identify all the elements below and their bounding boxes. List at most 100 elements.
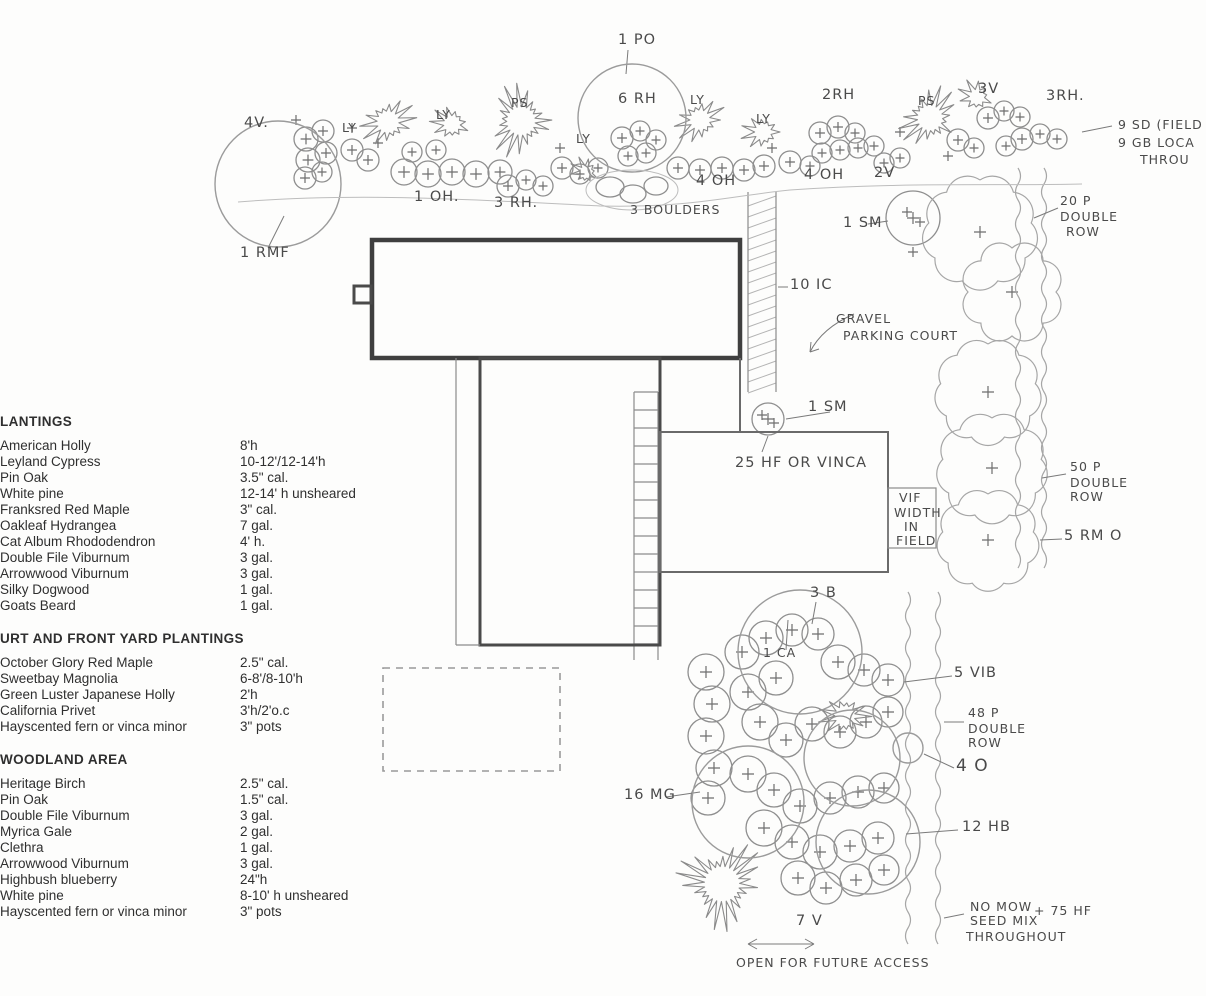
plant-name: White pine xyxy=(0,888,64,903)
plant-name: White pine xyxy=(0,486,64,501)
schedule-row: Franksred Red Maple 3" cal. xyxy=(0,502,372,518)
schedule-row: Arrowwood Viburnum 3 gal. xyxy=(0,856,372,872)
plant-name: Arrowwood Viburnum xyxy=(0,566,129,581)
label-ly: LY xyxy=(756,111,771,126)
label-4o: 4 O xyxy=(956,756,989,776)
red-maple-canopy xyxy=(214,120,342,248)
plant-size: 3 gal. xyxy=(240,808,274,823)
plant-name: Hayscented fern or vinca minor xyxy=(0,719,187,734)
label-ps: PS xyxy=(511,95,528,110)
plant-size: 1 gal. xyxy=(240,840,274,855)
label-ly: LY xyxy=(342,120,357,135)
label-rmf: 1 RMF xyxy=(240,245,290,261)
label-in: IN xyxy=(904,519,919,534)
sketch-shapes xyxy=(267,49,1113,950)
label-50p: 50 P xyxy=(1070,459,1101,474)
label-7v: 7 V xyxy=(796,913,823,929)
plant-size: 12-14' h unsheared xyxy=(240,486,356,501)
plant-name: California Privet xyxy=(0,703,96,718)
plant-name: October Glory Red Maple xyxy=(0,655,154,670)
label-vif: VIF xyxy=(899,490,921,505)
woodland-canopies xyxy=(691,589,924,895)
label-12hb: 12 HB xyxy=(962,819,1011,835)
schedule-row: Hayscented fern or vinca minor 3" pots xyxy=(0,719,372,735)
label-2v: 2V xyxy=(874,165,895,181)
plant-name: Pin Oak xyxy=(0,792,49,807)
plant-size: 2.5" cal. xyxy=(240,655,289,670)
label-field: FIELD xyxy=(896,533,936,548)
schedule-row: Cat Album Rhododendron 4' h. xyxy=(0,534,372,550)
label-48p-row: ROW xyxy=(968,735,1002,750)
schedule-section-plantings: LANTINGS American Holly 8'h Leyland Cypr… xyxy=(0,414,372,614)
schedule-row: California Privet 3'h/2'o.c xyxy=(0,703,372,719)
plant-size: 3'h/2'o.c xyxy=(240,703,290,718)
schedule-row: Sweetbay Magnolia 6-8'/8-10'h xyxy=(0,671,372,687)
plant-size: 4' h. xyxy=(240,534,266,549)
schedule-row: October Glory Red Maple 2.5" cal. xyxy=(0,655,372,671)
plant-size: 3 gal. xyxy=(240,856,274,871)
plant-size: 1 gal. xyxy=(240,582,274,597)
schedule-row: White pine 8-10' h unsheared xyxy=(0,888,372,904)
label-nomow-throughout: THROUGHOUT xyxy=(965,929,1066,944)
label-1oh: 1 OH. xyxy=(414,189,460,205)
label-20p: 20 P xyxy=(1060,193,1091,208)
plant-name: Clethra xyxy=(0,840,44,855)
plant-schedule: LANTINGS American Holly 8'h Leyland Cypr… xyxy=(0,414,372,920)
plant-size: 24"h xyxy=(240,872,268,887)
label-2rh: 2RH xyxy=(822,87,855,103)
plant-size: 1 gal. xyxy=(240,598,274,613)
schedule-row: Pin Oak 1.5" cal. xyxy=(0,792,372,808)
section-title: LANTINGS xyxy=(0,414,73,429)
label-5vib: 5 VIB xyxy=(954,665,997,681)
label-po: 1 PO xyxy=(618,32,656,48)
plant-name: American Holly xyxy=(0,438,91,453)
schedule-row: Goats Beard 1 gal. xyxy=(0,598,372,614)
label-50p-double: DOUBLE xyxy=(1070,475,1128,490)
label-6rh: 6 RH xyxy=(618,91,657,107)
label-20p-row: ROW xyxy=(1066,224,1100,239)
plant-name: Heritage Birch xyxy=(0,776,86,791)
schedule-section-front-yard: URT AND FRONT YARD PLANTINGS October Glo… xyxy=(0,631,372,735)
vif-note-box xyxy=(887,487,937,549)
plant-size: 3" cal. xyxy=(240,502,278,517)
schedule-row: Highbush blueberry 24"h xyxy=(0,872,372,888)
label-4oh: 4 OH xyxy=(804,167,844,183)
plant-name: Double File Viburnum xyxy=(0,808,130,823)
label-4oh: 4 OH xyxy=(696,173,736,189)
plant-name: Hayscented fern or vinca minor xyxy=(0,904,187,919)
schedule-row: Silky Dogwood 1 gal. xyxy=(0,582,372,598)
label-75hf: + 75 HF xyxy=(1034,903,1092,918)
plant-size: 2.5" cal. xyxy=(240,776,289,791)
annotation-labels: 1 PO 4V. LY LY LY LY LY PS PS 6 RH 2RH 3… xyxy=(240,32,1202,970)
plant-size: 8'h xyxy=(240,438,258,453)
plant-size: 6-8'/8-10'h xyxy=(240,671,303,686)
schedule-row: Arrowwood Viburnum 3 gal. xyxy=(0,566,372,582)
label-seedmix: SEED MIX xyxy=(970,913,1038,928)
label-48p: 48 P xyxy=(968,705,999,720)
schedule-row: Oakleaf Hydrangea 7 gal. xyxy=(0,518,372,534)
plant-size: 2 gal. xyxy=(240,824,274,839)
section-title: WOODLAND AREA xyxy=(0,752,128,767)
label-20p-double: DOUBLE xyxy=(1060,209,1118,224)
label-3rh: 3 RH. xyxy=(494,195,538,211)
boulders-outline xyxy=(585,169,679,211)
label-width: WIDTH xyxy=(894,505,942,520)
label-boulders: 3 BOULDERS xyxy=(630,202,720,217)
label-9gb: 9 GB LOCA xyxy=(1118,135,1195,150)
schedule-row: Clethra 1 gal. xyxy=(0,840,372,856)
schedule-section-woodland: WOODLAND AREA Heritage Birch 2.5" cal. P… xyxy=(0,752,372,920)
plant-name: Franksred Red Maple xyxy=(0,502,130,517)
label-parking-court: PARKING COURT xyxy=(843,328,958,343)
plant-name: Green Luster Japanese Holly xyxy=(0,687,175,702)
house-notch xyxy=(352,284,373,305)
plant-name: Silky Dogwood xyxy=(0,582,90,597)
plant-size: 3 gal. xyxy=(240,566,274,581)
label-50p-row: ROW xyxy=(1070,489,1104,504)
schedule-row: Heritage Birch 2.5" cal. xyxy=(0,776,372,792)
pin-oak-canopy xyxy=(577,63,687,173)
plant-name: Pin Oak xyxy=(0,470,49,485)
label-3rh: 3RH. xyxy=(1046,88,1085,104)
house-footprint xyxy=(352,237,889,647)
schedule-row: Double File Viburnum 3 gal. xyxy=(0,550,372,566)
schedule-row: American Holly 8'h xyxy=(0,438,372,454)
